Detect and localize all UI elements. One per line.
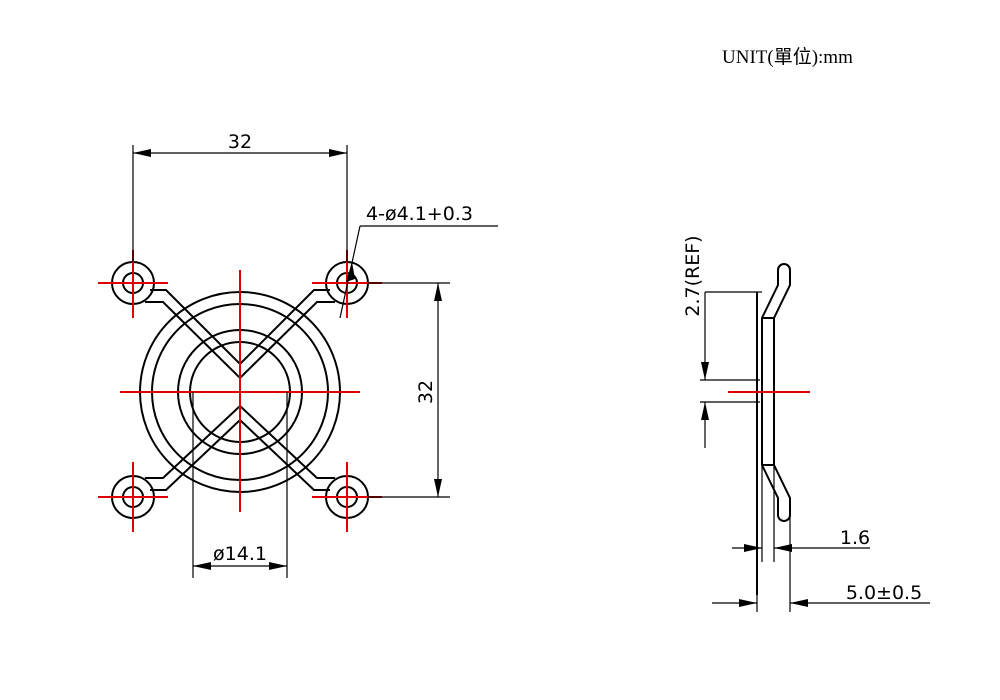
diameter-label: ø14.1 — [213, 543, 267, 565]
dimension-label-32-right: 32 — [415, 380, 437, 404]
dimension-ref-2-7: 2.7(REF) — [682, 235, 760, 448]
hole-callout-label: 4-ø4.1+0.3 — [366, 203, 473, 225]
dimension-horizontal-32: 32 — [132, 131, 348, 262]
hole-callout: 4-ø4.1+0.3 — [339, 203, 498, 319]
dimension-vertical-32: 32 — [368, 282, 450, 498]
dimension-diameter-14-1: ø14.1 — [192, 392, 288, 578]
dimension-wire-1-6: 1.6 — [732, 465, 870, 562]
depth-label: 5.0±0.5 — [846, 582, 922, 604]
ref-label: 2.7(REF) — [682, 235, 704, 316]
side-view: 2.7(REF) 1.6 5.0±0.5 — [682, 235, 930, 612]
front-view: 32 32 4-ø4.1+0.3 ø14.1 — [98, 131, 498, 578]
wire-diameter-label: 1.6 — [840, 527, 870, 549]
dimension-depth-5-0: 5.0±0.5 — [712, 515, 930, 612]
unit-label: UNIT(單位):mm — [722, 47, 853, 68]
dimension-label-32-top: 32 — [228, 131, 252, 153]
